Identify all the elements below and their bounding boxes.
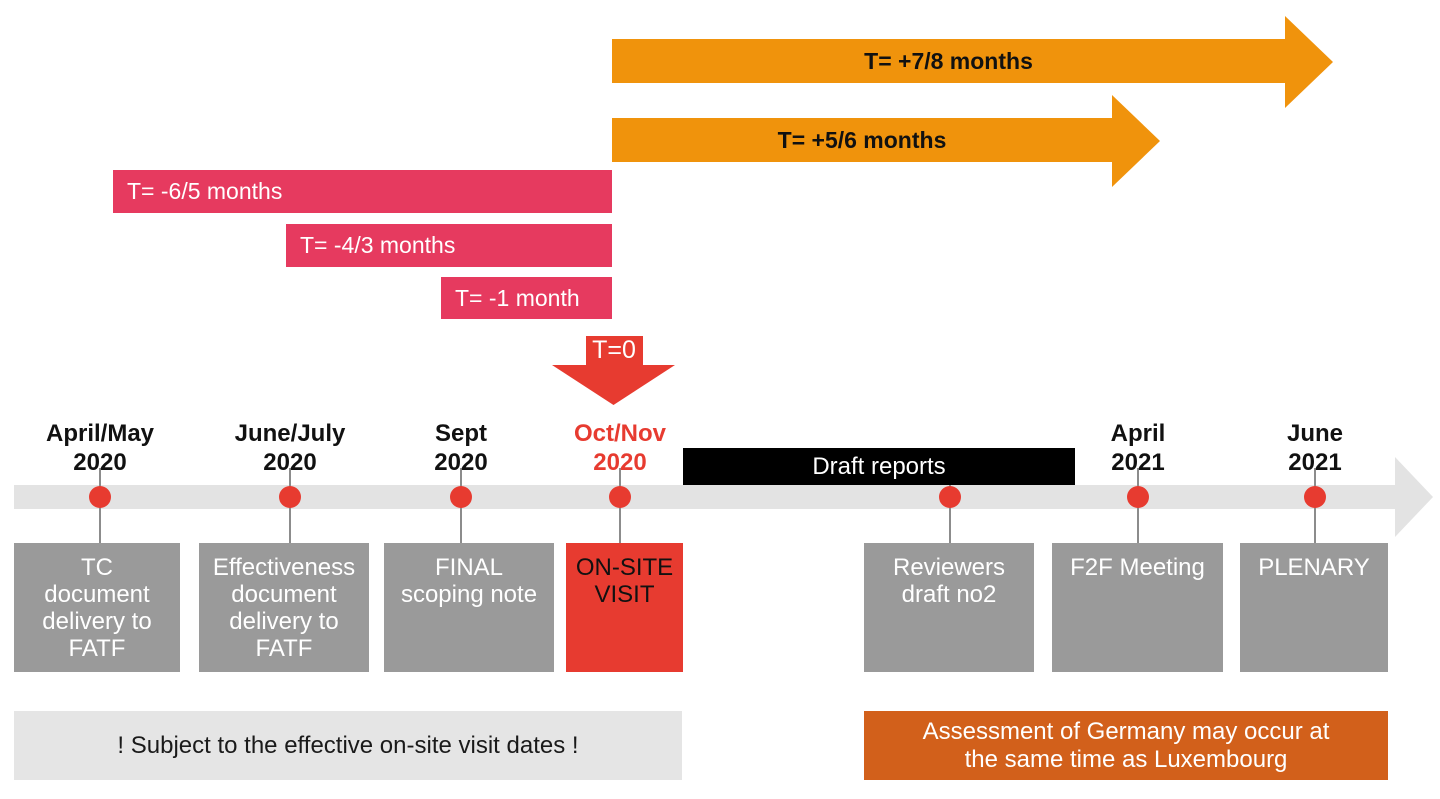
milestone-dot (939, 486, 961, 508)
arrow-t-plus-7-8-bar: T= +7/8 months (612, 39, 1285, 83)
date-june-2021: June 2021 (1286, 420, 1343, 476)
box-effectiveness-document: Effectiveness document delivery to FATF (199, 543, 369, 672)
note-subject-to-visit-dates: ! Subject to the effective on-site visit… (14, 711, 682, 780)
arrow-right-head-icon (1112, 95, 1160, 187)
box-plenary: PLENARY (1240, 543, 1388, 672)
bar-t-minus-4-3: T= -4/3 months (286, 224, 612, 267)
box-final-scoping-note: FINAL scoping note (384, 543, 554, 672)
date-april-2021: April 2021 (1110, 420, 1166, 476)
box-f2f-meeting: F2F Meeting (1052, 543, 1223, 672)
milestone-dot (89, 486, 111, 508)
date-sept-2020: Sept 2020 (434, 420, 488, 476)
date-april-may-2020: April/May 2020 (45, 420, 155, 476)
milestone-dot (279, 486, 301, 508)
draft-reports-label: Draft reports (812, 452, 946, 480)
arrow-t-plus-5-6-bar: T= +5/6 months (612, 118, 1112, 162)
t-zero-label: T=0 (592, 336, 636, 364)
arrow-right-head-icon (1285, 16, 1333, 108)
bar-t-minus-6-5-label: T= -6/5 months (127, 178, 283, 204)
bar-t-minus-1-label: T= -1 month (455, 284, 580, 311)
bar-t-minus-1: T= -1 month (441, 277, 612, 319)
note-germany-label: Assessment of Germany may occur at the s… (922, 717, 1330, 773)
milestone-dot (609, 486, 631, 508)
note-subject-label: ! Subject to the effective on-site visit… (117, 731, 579, 759)
down-arrow-icon (552, 336, 675, 405)
draft-reports-bar: Draft reports (683, 448, 1075, 485)
bar-t-minus-4-3-label: T= -4/3 months (300, 232, 456, 258)
box-tc-document: TC document delivery to FATF (14, 543, 180, 672)
bar-t-minus-6-5: T= -6/5 months (113, 170, 612, 213)
timeline-arrow-head-icon (1395, 457, 1433, 537)
date-oct-nov-2020: Oct/Nov 2020 (573, 420, 666, 476)
date-june-july-2020: June/July 2020 (234, 420, 346, 476)
milestone-dot (1304, 486, 1326, 508)
box-reviewers-draft: Reviewers draft no2 (864, 543, 1034, 672)
milestone-dot (450, 486, 472, 508)
milestone-dot (1127, 486, 1149, 508)
timeline-band (14, 485, 1395, 509)
arrow-t-plus-5-6-label: T= +5/6 months (777, 126, 947, 153)
note-germany-assessment: Assessment of Germany may occur at the s… (864, 711, 1388, 780)
arrow-t-plus-7-8-label: T= +7/8 months (864, 47, 1033, 74)
box-on-site-visit: ON-SITE VISIT (566, 543, 683, 672)
